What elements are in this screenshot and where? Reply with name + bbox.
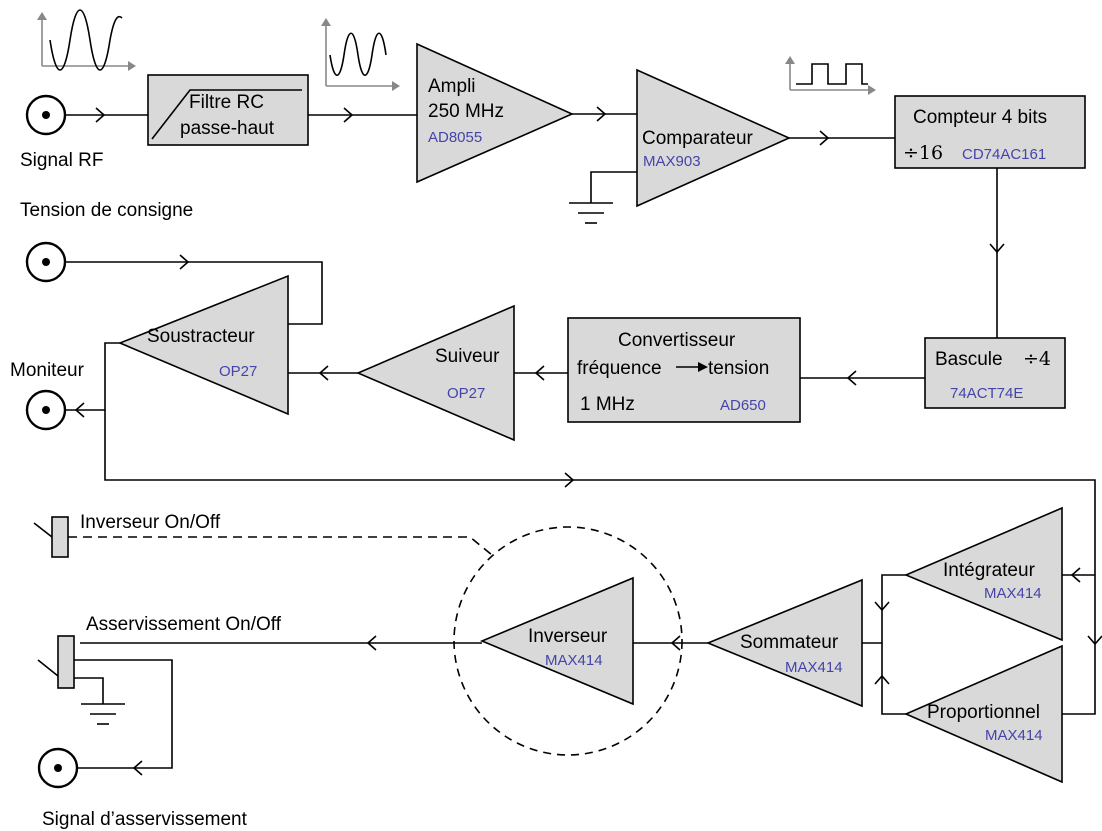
sine-wave-inset-input xyxy=(37,9,136,71)
inverseur-optional-circle xyxy=(453,526,683,756)
integrateur-label: Intégrateur xyxy=(943,560,1036,581)
suiveur-triangle xyxy=(355,304,515,442)
soustracteur-triangle xyxy=(117,274,289,416)
filtre-rc-block xyxy=(147,74,309,146)
ground-icon-switch xyxy=(81,703,125,725)
bascule-block xyxy=(924,337,1066,409)
ampli-triangle xyxy=(416,42,574,184)
inverseur-switch[interactable] xyxy=(33,516,69,558)
compteur-label: Compteur 4 bits xyxy=(913,107,1047,128)
integrateur-triangle xyxy=(903,506,1063,642)
soustracteur-label: Soustracteur xyxy=(147,326,255,347)
tension-consigne-label: Tension de consigne xyxy=(20,200,193,221)
convertisseur-label-frequence: fréquence xyxy=(577,358,662,379)
asservissement-onoff-label: Asservissement On/Off xyxy=(86,614,282,635)
ground-icon-comparateur xyxy=(569,202,613,224)
signal-asservissement-label: Signal d’asservissement xyxy=(42,809,248,830)
arrow-right-icon-head xyxy=(698,362,708,372)
compteur-divider: ÷16 xyxy=(903,142,943,164)
filtre-label-line2: passe-haut xyxy=(180,118,275,139)
bascule-part: 74ACT74E xyxy=(950,385,1023,402)
convertisseur-part: AD650 xyxy=(720,397,766,414)
bascule-label: Bascule xyxy=(935,349,1003,370)
convertisseur-label-tension: tension xyxy=(708,358,769,379)
bnc-connector-rf-input[interactable] xyxy=(25,94,67,136)
suiveur-label: Suiveur xyxy=(435,346,500,367)
proportionnel-label: Proportionnel xyxy=(927,702,1040,723)
comparateur-label: Comparateur xyxy=(642,128,754,149)
sommateur-part: MAX414 xyxy=(785,659,843,676)
inverseur-triangle xyxy=(479,576,634,706)
bascule-divider: ÷4 xyxy=(1023,348,1051,370)
square-wave-inset xyxy=(785,56,876,95)
ampli-label-line1: Ampli xyxy=(428,76,476,97)
sommateur-label: Sommateur xyxy=(740,632,839,653)
bnc-connector-setpoint-input[interactable] xyxy=(25,241,67,283)
signal-rf-label: Signal RF xyxy=(20,150,103,171)
convertisseur-label-line1: Convertisseur xyxy=(618,330,736,351)
inverseur-label: Inverseur xyxy=(528,626,608,647)
flow-arrows xyxy=(74,106,1102,776)
proportionnel-part: MAX414 xyxy=(985,727,1043,744)
convertisseur-label-line3: 1 MHz xyxy=(580,394,635,415)
asservissement-switch[interactable] xyxy=(37,635,75,689)
suiveur-part: OP27 xyxy=(447,385,485,402)
moniteur-label: Moniteur xyxy=(10,360,85,381)
comparateur-part: MAX903 xyxy=(643,153,701,170)
inverseur-onoff-label: Inverseur On/Off xyxy=(80,512,221,533)
bnc-connector-servo-output[interactable] xyxy=(37,747,79,789)
compteur-part: CD74AC161 xyxy=(962,146,1046,163)
bnc-connector-monitor-output[interactable] xyxy=(25,389,67,431)
compteur-block xyxy=(894,95,1086,169)
convertisseur-block xyxy=(567,317,801,423)
filtre-label-line1: Filtre RC xyxy=(189,92,264,113)
soustracteur-part: OP27 xyxy=(219,363,257,380)
ampli-part: AD8055 xyxy=(428,129,482,146)
comparateur-triangle xyxy=(636,68,791,208)
inverseur-part: MAX414 xyxy=(545,652,603,669)
integrateur-part: MAX414 xyxy=(984,585,1042,602)
sine-wave-inset-filtered xyxy=(321,18,400,91)
ampli-label-line2: 250 MHz xyxy=(428,101,504,122)
